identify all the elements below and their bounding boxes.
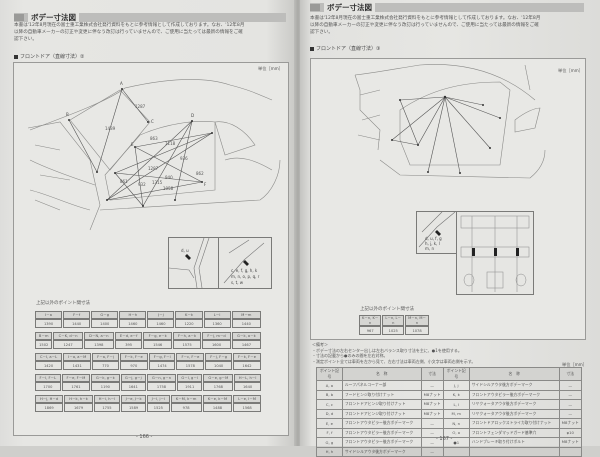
legend-unit-label: 単位［mm］ — [562, 362, 587, 367]
page-number: - 166 - — [136, 434, 153, 440]
detail-inset-2: c, e, f, g, h, k m, n, o, p, q, r s, t, … — [218, 237, 272, 289]
svg-text:932: 932 — [138, 182, 146, 187]
book-gutter — [294, 0, 302, 446]
points-caption: 上記以外のポイント間寸法 — [36, 301, 90, 306]
section-header: ボデー寸法図 — [310, 3, 584, 12]
section-header: ボデー寸法図 — [14, 13, 286, 22]
body-dimension-diagram: A B C D E F 1439 1287 1118 863 936 1287 … — [27, 79, 281, 231]
header-square-icon — [310, 4, 320, 11]
intro-line: 以降の自動車メーカーの訂正や変更に伴なう改訂は行っていませんので、ご使用に当たっ… — [14, 30, 243, 35]
diagram-frame — [310, 58, 586, 340]
intro-line: 本書は'12年8月現在の富士重工業株式会社発行資料をもとに参考情報として作成して… — [14, 23, 245, 28]
underbody-drawing — [460, 215, 530, 292]
notes-title: ＜備考＞ — [312, 342, 328, 347]
intro-line: 以降の自動車メーカーの訂正や変更に伴なう改訂は行っていませんので、ご使用に当たっ… — [310, 23, 539, 28]
section-title: ボデー寸法図 — [28, 13, 79, 22]
svg-text:s, t, w: s, t, w — [231, 280, 244, 285]
detail-inset-1: d, u, f, g h, j, k, l m, n — [416, 211, 458, 254]
intro-text: 本書は'12年8月現在の富士重工業株式会社発行資料をもとに参考情報として作成して… — [14, 22, 290, 43]
svg-text:m, n, o, p, q, r: m, n, o, p, q, r — [231, 274, 260, 279]
page-number: - 167 - — [436, 436, 453, 442]
svg-text:A: A — [120, 81, 123, 86]
header-square-icon — [14, 14, 24, 21]
bullet-square-icon — [310, 46, 314, 51]
subheading-text: フロントドア（直線寸法）③ — [316, 46, 381, 52]
svg-text:936: 936 — [180, 156, 188, 161]
svg-text:1118: 1118 — [165, 141, 176, 146]
svg-text:863: 863 — [150, 136, 158, 141]
intro-text: 本書は'12年8月現在の富士重工業株式会社発行資料をもとに参考情報として作成して… — [310, 15, 588, 36]
inset-drawing-1: d, u — [168, 237, 210, 289]
subheading-text: フロントドア（直線寸法）② — [20, 54, 85, 60]
intro-line: 認下さい。 — [14, 37, 37, 42]
svg-text:1287: 1287 — [135, 104, 146, 109]
svg-text:1287: 1287 — [148, 166, 159, 171]
svg-text:1315: 1315 — [152, 180, 163, 185]
svg-text:c, e, f, g, h, k: c, e, f, g, h, k — [231, 268, 258, 273]
svg-text:h, j, k, l: h, j, k, l — [425, 241, 440, 246]
svg-text:C: C — [151, 119, 154, 124]
svg-text:F: F — [204, 182, 207, 187]
detail-inset-1: d, u — [168, 237, 220, 289]
inset-drawing-1: d, u, f, g h, j, k, l m, n — [418, 211, 456, 251]
note-line: ・測定ポイント全ては車両を左から見て、左右寸法は車両左側、小文字は車両右側を示す… — [312, 358, 476, 364]
underbody-inset — [456, 211, 534, 295]
note-line: ・寸法の記載から●のみの間を左右対称。 — [312, 353, 388, 358]
svg-text:861: 861 — [120, 179, 128, 184]
section-title: ボデー寸法図 — [324, 3, 375, 12]
intro-line: 本書は'12年8月現在の富士重工業株式会社発行資料をもとに参考情報として作成して… — [310, 16, 541, 21]
subheading: フロントドア（直線寸法）② — [14, 53, 84, 60]
body-dimension-diagram — [354, 64, 546, 179]
unit-label: 単位［mm］ — [558, 68, 583, 73]
intro-line: 認下さい。 — [310, 30, 333, 35]
bullet-square-icon — [14, 54, 18, 59]
svg-text:940: 940 — [165, 175, 173, 180]
svg-text:m, n: m, n — [425, 246, 434, 251]
note-line: ・ボデー寸法の左右センター出しは左右バランス取り寸法を主に、●1を使用する。 — [312, 347, 462, 353]
svg-text:1058: 1058 — [163, 186, 174, 191]
svg-text:B: B — [66, 112, 69, 117]
svg-text:d, u: d, u — [181, 248, 189, 253]
svg-text:d, u, f, g: d, u, f, g — [425, 236, 442, 241]
svg-text:1439: 1439 — [105, 126, 116, 131]
svg-text:862: 862 — [196, 171, 204, 176]
notes-block: ＜備考＞ ・ボデー寸法の左右センター出しは左右バランス取り寸法を主に、●1を使用… — [312, 342, 582, 364]
inset-drawing-2: c, e, f, g, h, k m, n, o, p, q, r s, t, … — [223, 239, 265, 285]
unit-label: 単位［mm］ — [258, 66, 283, 71]
subheading: フロントドア（直線寸法）③ — [310, 45, 380, 52]
right-page: ボデー寸法図 本書は'12年8月現在の富士重工業株式会社発行資料をもとに参考情報… — [300, 0, 600, 457]
left-page: ボデー寸法図 本書は'12年8月現在の富士重工業株式会社発行資料をもとに参考情報… — [0, 0, 296, 446]
svg-text:E: E — [131, 142, 134, 147]
points-caption: 上記以外のポイント間寸法 — [360, 307, 414, 312]
svg-text:D: D — [191, 113, 194, 118]
